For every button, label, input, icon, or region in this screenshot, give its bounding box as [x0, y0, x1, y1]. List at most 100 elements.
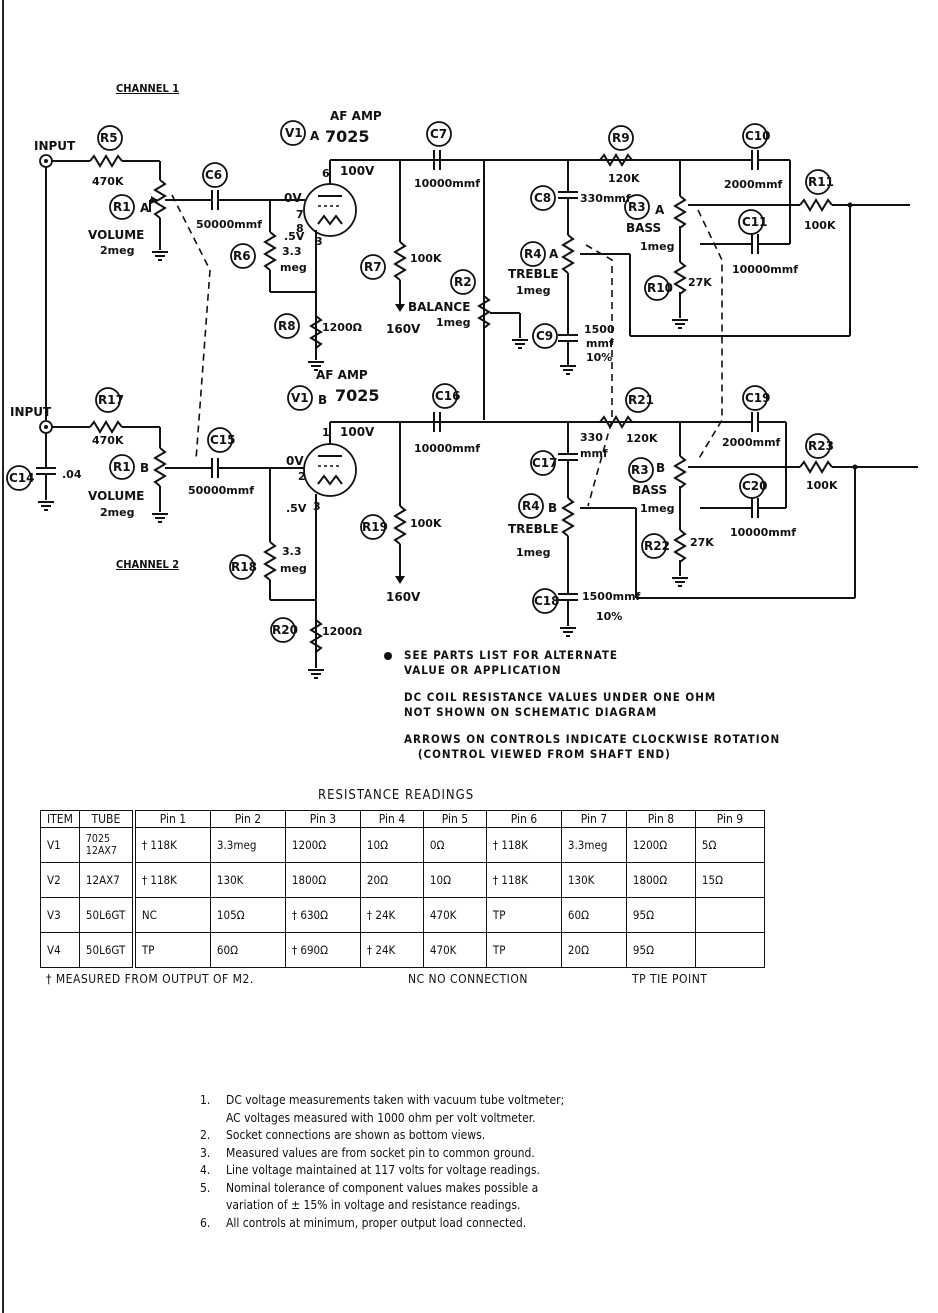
page-border — [2, 0, 4, 1313]
schematic-label: R23 — [808, 439, 834, 453]
schematic-label: C9 — [536, 329, 553, 343]
schematic-label: C15 — [210, 433, 236, 447]
schematic-label: R8 — [278, 319, 296, 333]
schematic-label: R1 — [113, 200, 131, 214]
schematic-label: 330 — [580, 431, 603, 444]
schematic-label: BALANCE — [408, 300, 470, 314]
schematic-label: 2000mmf — [724, 178, 783, 191]
schematic-label: 160V — [386, 322, 421, 336]
schematic-label: C6 — [205, 168, 222, 182]
list-item: AC voltages measured with 1000 ohm per v… — [226, 1110, 536, 1125]
schematic-label: TREBLE — [508, 267, 559, 281]
list-item: 6.All controls at minimum, proper output… — [200, 1215, 527, 1230]
schematic-label: 1meg — [516, 284, 550, 297]
schematic-label: 120K — [608, 172, 640, 185]
schematic-label: 3 — [315, 235, 323, 248]
schematic-label: C7 — [430, 127, 447, 141]
schematic-label: 7025 — [325, 127, 370, 146]
list-item: 5.Nominal tolerance of component values … — [200, 1180, 539, 1195]
schematic-label: 10000mmf — [414, 442, 480, 455]
schematic-label: 1 — [322, 426, 330, 439]
schematic-label: 470K — [92, 175, 124, 188]
schematic-label: C17 — [532, 456, 558, 470]
input-1-label: INPUT — [34, 139, 76, 153]
schematic-label: 7025 — [335, 386, 380, 405]
schematic-label: 1meg — [640, 240, 674, 253]
schematic-label: .04 — [62, 468, 82, 481]
schematic-label: C20 — [742, 479, 768, 493]
schematic-labels: INPUT INPUT R5 470K R1 A VOLUME 2meg C6 … — [9, 109, 838, 638]
schematic-label: R7 — [364, 260, 382, 274]
schematic-label: TREBLE — [508, 522, 559, 536]
schematic-label: 100K — [410, 252, 442, 265]
schematic-label: R11 — [808, 175, 834, 189]
schematic-label: C8 — [534, 191, 551, 205]
schematic-label: R4 — [524, 247, 542, 261]
schematic-label: R10 — [647, 281, 673, 295]
schematic-label: .5V — [284, 230, 305, 243]
schematic-label: meg — [280, 562, 307, 575]
schematic-label: R6 — [233, 249, 251, 263]
schematic-label: 27K — [690, 536, 714, 549]
schematic-label: C19 — [745, 391, 771, 405]
r5-ref: R5 — [100, 131, 118, 145]
schematic-label: 100V — [340, 164, 375, 178]
schematic-label: 3 — [313, 500, 321, 513]
schematic-label: R4 — [522, 499, 540, 513]
schematic-label: 2 — [298, 470, 306, 483]
schematic-label: 3.3 — [282, 545, 302, 558]
schematic-label: C18 — [534, 594, 560, 608]
footnote-dagger: † MEASURED FROM OUTPUT OF M2. — [46, 972, 254, 986]
schematic-label: 10000mmf — [730, 526, 796, 539]
schematic-label: V1 — [291, 391, 309, 405]
schematic-label: BASS — [632, 483, 667, 497]
schematic-label: 120K — [626, 432, 658, 445]
schematic-diagram: INPUT INPUT R5 470K R1 A VOLUME 2meg C6 … — [6, 109, 918, 679]
schematic-label: 470K — [92, 434, 124, 447]
list-item: 4.Line voltage maintained at 117 volts f… — [200, 1163, 540, 1177]
schematic-label: 2meg — [100, 244, 134, 257]
list-item: 2.Socket connections are shown as bottom… — [200, 1128, 486, 1142]
schematic-label: R3 — [628, 200, 646, 214]
schematic-label: 1200Ω — [322, 321, 363, 334]
schematic-label: R1 — [113, 460, 131, 474]
schematic-label: 10000mmf — [414, 177, 480, 190]
schematic-label: 1500mmf — [582, 590, 641, 603]
schematic-label: A — [549, 247, 559, 261]
schematic-label: .5V — [286, 502, 307, 515]
schematic-label: R3 — [631, 463, 649, 477]
schematic-label: 1200Ω — [322, 625, 363, 638]
schematic-label: BASS — [626, 221, 661, 235]
schematic-label: B — [140, 461, 149, 475]
schematic-label: 27K — [688, 276, 712, 289]
schematic-label: B — [656, 461, 665, 475]
schematic-label: 100K — [410, 517, 442, 530]
schematic-label: VOLUME — [88, 228, 144, 242]
schematic-label: 100V — [340, 425, 375, 439]
table-header-row: ITEM TUBE Pin 1 Pin 2 Pin 3 Pin 4 Pin 5 … — [40, 810, 765, 828]
schematic-label: R20 — [272, 623, 298, 637]
resistance-readings-title: RESISTANCE READINGS — [318, 788, 475, 803]
schematic-label: B — [318, 393, 327, 407]
schematic-label: C11 — [742, 215, 768, 229]
schematic-label: mmf — [586, 337, 614, 350]
schematic-label: B — [548, 501, 557, 515]
schematic-label: 1500 — [584, 323, 615, 336]
schematic-label: 6 — [322, 167, 330, 180]
schematic-label: 10000mmf — [732, 263, 798, 276]
channel-1-wiring — [39, 150, 910, 420]
schematic-label: 50000mmf — [196, 218, 262, 231]
list-item: variation of ± 15% in voltage and resist… — [226, 1198, 521, 1212]
resistance-readings-table: ITEM TUBE Pin 1 Pin 2 Pin 3 Pin 4 Pin 5 … — [40, 810, 765, 968]
schematic-label: 100K — [806, 479, 838, 492]
schematic-label: 1meg — [516, 546, 550, 559]
schematic-label: R19 — [362, 520, 388, 534]
schematic-label: R18 — [231, 560, 257, 574]
schematic-label: meg — [280, 261, 307, 274]
ganged-control-links — [171, 194, 723, 507]
schematic-label: 1meg — [640, 502, 674, 515]
